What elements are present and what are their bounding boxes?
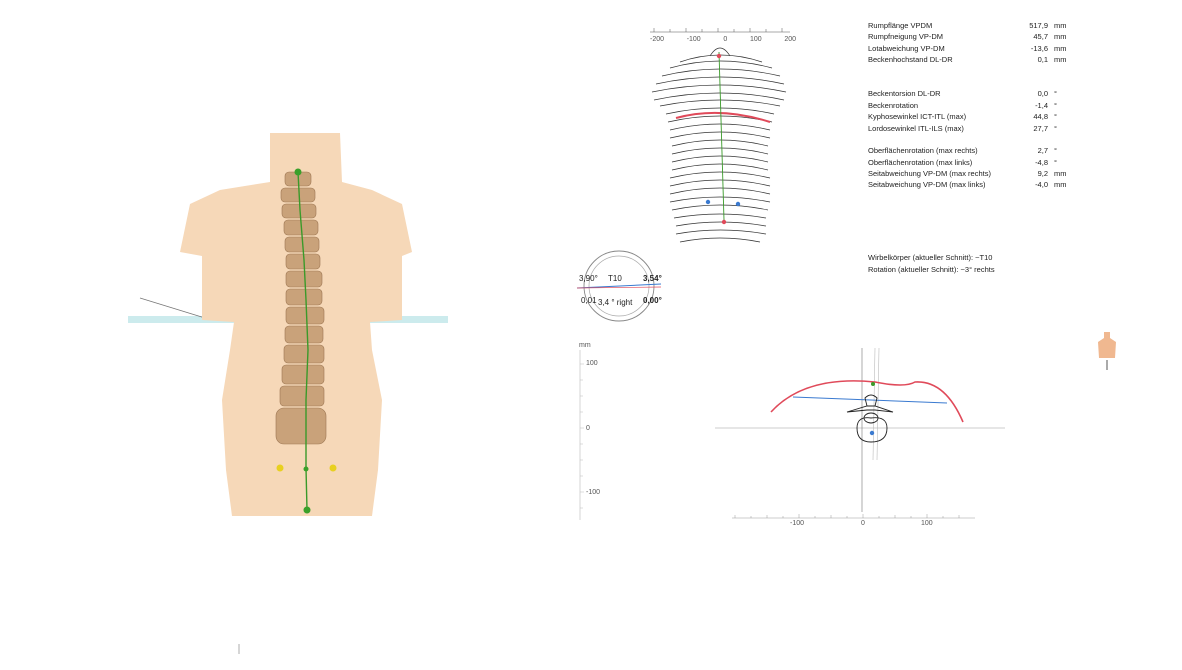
measurement-row: Beckenrotation-1,4° (868, 100, 1057, 110)
cross-section-plot[interactable] (575, 340, 1015, 530)
rotation-dial[interactable] (575, 248, 665, 328)
measurement-row: Oberflächenrotation (max rechts)2,7° (868, 146, 1057, 156)
section-y-unit: mm (579, 342, 591, 349)
section-y-tick: -100 (586, 489, 601, 496)
torso-thumbnail-icon[interactable] (1096, 330, 1118, 374)
axis-line (139, 297, 206, 319)
spine-line (297, 171, 309, 511)
topo-ruler-labels: -200 -100 0 100 200 (650, 36, 796, 43)
landmark-dr (329, 464, 337, 472)
highlight-contour (675, 111, 771, 123)
section-info: Wirbelkörper (aktueller Schnitt): ~T10 R… (868, 252, 995, 275)
dial-right-bottom: 0,00° (643, 296, 662, 305)
dial-center: T10 (608, 274, 622, 283)
dial-right-top: 3,54° (643, 274, 662, 283)
torso-3d-view[interactable] (0, 0, 560, 670)
vertebra-section (846, 394, 894, 443)
dial-left-bottom: 0,01 (581, 296, 597, 305)
landmark-dm (303, 466, 309, 472)
section-y-tick: 0 (586, 425, 590, 432)
section-y-tick: 100 (586, 360, 598, 367)
dial-left-top: 3,90° (579, 274, 598, 283)
contour-lines (651, 47, 787, 243)
body-section-curve (770, 380, 964, 423)
landmark-dl (276, 464, 284, 472)
vertebra-label: Wirbelkörper (aktueller Schnitt): ~T10 (868, 253, 993, 262)
measurement-row: Oberflächenrotation (max links)-4,8° (868, 157, 1057, 167)
section-x-tick: 0 (861, 520, 865, 527)
topography-view[interactable] (640, 22, 800, 252)
dial-center-bottom: 3,4 ° right (598, 298, 633, 307)
rotation-label: Rotation (aktueller Schnitt): ~3° rechts (868, 264, 995, 274)
section-x-tick: -100 (790, 520, 805, 527)
measurement-row: Lordosewinkel ITL-ILS (max)27,7° (868, 123, 1057, 133)
measurement-row: Kyphosewinkel ICT-ITL (max)44,8° (868, 112, 1057, 122)
landmark-sp (303, 506, 311, 514)
landmark-vp (294, 168, 302, 176)
section-x-tick: 100 (921, 520, 933, 527)
shoulder-line (792, 396, 948, 404)
topo-spine-line (718, 51, 725, 221)
torso-body (180, 133, 412, 516)
